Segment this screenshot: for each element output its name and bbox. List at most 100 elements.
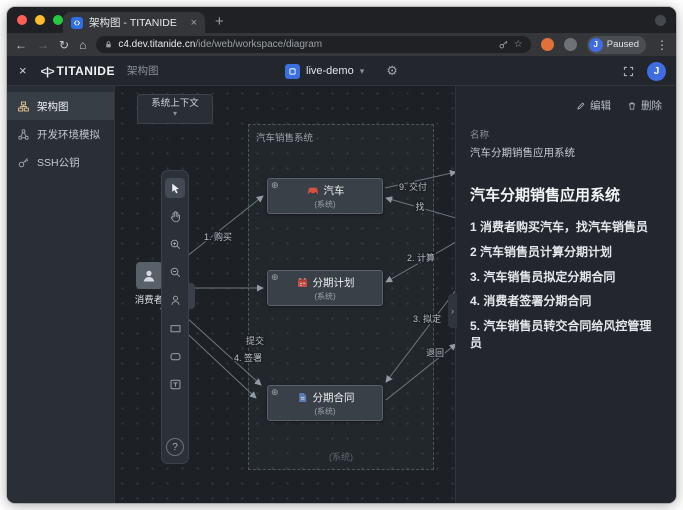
- node-label: 分期合同: [312, 391, 355, 404]
- drill-down-icon[interactable]: ⊕: [271, 180, 279, 190]
- node-car[interactable]: ⊕ 汽车 (系统): [267, 178, 383, 214]
- extension-icon-2[interactable]: [563, 38, 577, 51]
- node-type: (系统): [314, 291, 336, 301]
- browser-toolbar: ← → ↻ ⌂ c4.dev.titanide.cn/ide/web/works…: [7, 33, 676, 56]
- app-close-button[interactable]: ×: [19, 63, 27, 78]
- description-title: 汽车分期销售应用系统: [470, 187, 621, 204]
- tab-favicon-icon: [71, 16, 83, 29]
- contract-icon: [298, 392, 306, 402]
- calendar-icon: [297, 277, 307, 287]
- zoom-in-tool-icon[interactable]: [165, 234, 185, 254]
- password-manager-icon[interactable]: [498, 39, 509, 50]
- description-step: 3. 汽车销售员拟定分期合同: [470, 269, 616, 284]
- zoom-out-tool-icon[interactable]: [165, 262, 185, 282]
- trash-icon: [628, 102, 636, 109]
- tab-title: 架构图 - TITANIDE: [89, 17, 177, 29]
- lock-icon: [104, 40, 113, 49]
- back-button[interactable]: ←: [15, 37, 27, 52]
- logo-mark-icon: <|>: [40, 65, 55, 78]
- document-type-label: 架构图: [126, 65, 159, 77]
- tab-search-button[interactable]: [655, 15, 666, 26]
- edit-button[interactable]: 编辑: [576, 98, 611, 113]
- description-step: 4. 消费者签署分期合同: [470, 294, 592, 309]
- name-field-value: 汽车分期销售应用系统: [470, 147, 575, 159]
- window-controls: [17, 15, 63, 25]
- chevron-down-icon: ▾: [172, 108, 177, 118]
- sidebar-item-diagram[interactable]: 架构图: [7, 92, 114, 120]
- diagram-icon: [18, 101, 29, 111]
- palette-drag-handle[interactable]: [188, 283, 195, 309]
- inspector-actions: 编辑 删除: [470, 98, 662, 113]
- browser-menu-button[interactable]: ⋮: [656, 37, 668, 52]
- node-type: (系统): [314, 406, 336, 416]
- sidebar-item-label: 架构图: [37, 100, 69, 113]
- pan-hand-tool-icon[interactable]: [165, 206, 185, 226]
- tool-palette: ?: [161, 170, 195, 464]
- actor-tool-icon[interactable]: [165, 290, 185, 310]
- pencil-icon: [577, 101, 585, 110]
- drill-down-icon[interactable]: ⊕: [271, 272, 279, 282]
- tab-strip: 架构图 - TITANIDE × +: [7, 7, 676, 33]
- text-tool-icon[interactable]: [165, 374, 185, 394]
- browser-window: 架构图 - TITANIDE × + ← → ↻ ⌂ c4.dev.titani…: [7, 7, 676, 503]
- panel-collapse-handle[interactable]: ›: [448, 294, 457, 328]
- home-button[interactable]: ⌂: [79, 37, 87, 52]
- node-installment-contract[interactable]: ⊕ 分期合同 (系统): [267, 385, 383, 421]
- workspace-selector[interactable]: live-demo ▾ ⚙: [285, 56, 398, 86]
- extension-icon[interactable]: [540, 38, 554, 51]
- node-installment-plan[interactable]: ⊕ 分期计划 (系统): [267, 270, 383, 306]
- app-header: × <|> TITANIDE 架构图 live-demo ▾ ⚙: [7, 56, 676, 86]
- workspace-badge-icon: [285, 63, 300, 79]
- url-text: c4.dev.titanide.cn/ide/web/workspace/dia…: [118, 39, 323, 50]
- description-step: 2 汽车销售员计算分期计划: [470, 244, 613, 259]
- zoom-window-button[interactable]: [53, 15, 63, 25]
- help-button[interactable]: ?: [166, 438, 184, 456]
- forward-button[interactable]: →: [37, 37, 49, 52]
- sidebar-item-ssh-key[interactable]: SSH公钥: [7, 148, 114, 176]
- sidebar-item-label: SSH公钥: [37, 156, 80, 169]
- name-field-label: 名称: [470, 130, 490, 141]
- node-label: 消费者: [134, 295, 164, 306]
- browser-tab[interactable]: 架构图 - TITANIDE ×: [63, 12, 205, 33]
- profile-status: Paused: [606, 39, 639, 50]
- description-step: 5. 汽车销售员转交合同给风控管理员: [470, 319, 652, 350]
- reload-button[interactable]: ↻: [59, 37, 70, 52]
- diagram-canvas[interactable]: 系统上下文 ▾ 汽车销售系统 (系统): [115, 86, 455, 503]
- rectangle-tool-icon[interactable]: [165, 318, 185, 338]
- network-icon: [18, 128, 29, 140]
- minimize-window-button[interactable]: [35, 15, 45, 25]
- boundary-type-label: (系统): [329, 452, 353, 462]
- context-level-selector[interactable]: 系统上下文 ▾: [137, 94, 213, 124]
- node-label: 分期计划: [312, 276, 355, 289]
- user-avatar[interactable]: J: [647, 61, 666, 81]
- fullscreen-icon[interactable]: [622, 65, 635, 78]
- new-tab-button[interactable]: +: [215, 13, 224, 30]
- key-icon: [18, 157, 29, 167]
- titanide-app: × <|> TITANIDE 架构图 live-demo ▾ ⚙: [7, 56, 676, 503]
- delete-button[interactable]: 删除: [627, 98, 662, 113]
- workspace-name: live-demo: [306, 65, 354, 77]
- tab-close-button[interactable]: ×: [190, 16, 197, 29]
- bookmark-star-icon[interactable]: ☆: [513, 39, 523, 50]
- app-logo: <|> TITANIDE: [40, 63, 115, 78]
- address-bar[interactable]: c4.dev.titanide.cn/ide/web/workspace/dia…: [96, 36, 531, 53]
- header-right: J: [622, 56, 666, 86]
- node-label: 汽车: [323, 184, 345, 197]
- inspector-panel: › 编辑 删除 名称 汽车分期销售应用系统 汽车分期销售应用系统 1 消费者购买…: [448, 86, 676, 503]
- select-tool-icon[interactable]: [165, 178, 185, 198]
- settings-gear-icon[interactable]: ⚙: [386, 63, 398, 78]
- sidebar-item-label: 开发环境模拟: [37, 128, 100, 141]
- person-icon: [135, 262, 163, 289]
- app-sidebar: 架构图 开发环境模拟 SSH公钥: [7, 86, 115, 503]
- node-consumer[interactable]: 消费者: [127, 262, 171, 306]
- description-step: 1 消费者购买汽车，找汽车销售员: [470, 220, 649, 234]
- drill-down-icon[interactable]: ⊕: [271, 387, 279, 397]
- profile-avatar: J: [588, 37, 603, 52]
- close-window-button[interactable]: [17, 15, 27, 25]
- node-type: (系统): [314, 199, 336, 209]
- edge-label: 1. 购买: [204, 231, 232, 242]
- rounded-rectangle-tool-icon[interactable]: [165, 346, 185, 366]
- profile-chip[interactable]: J Paused: [586, 35, 646, 54]
- sidebar-item-dev-env[interactable]: 开发环境模拟: [7, 120, 114, 148]
